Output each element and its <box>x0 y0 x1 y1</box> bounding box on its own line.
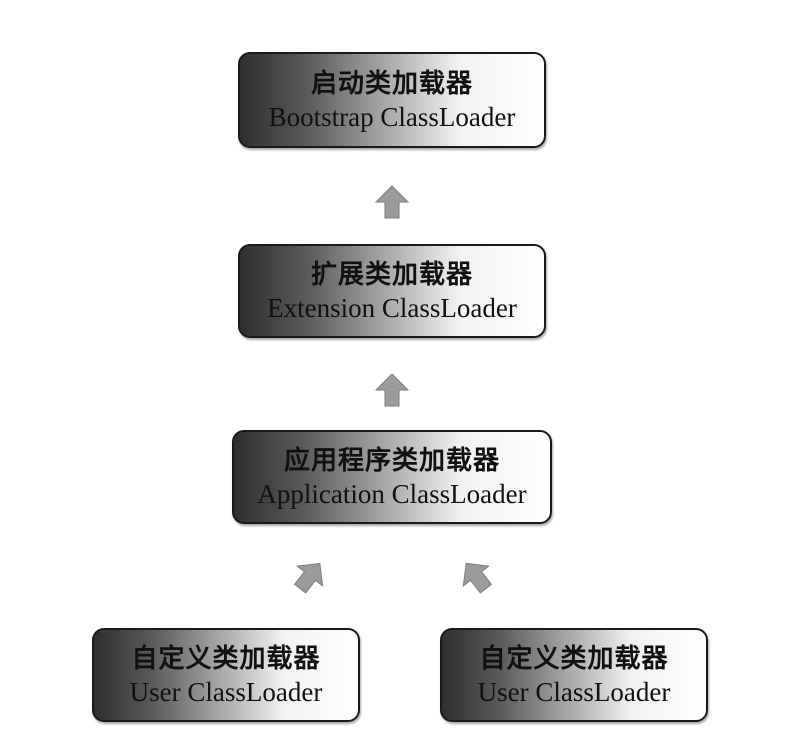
node-label-zh: 自定义类加载器 <box>479 644 669 674</box>
application-classloader-node: 应用程序类加载器 Application ClassLoader <box>232 430 552 524</box>
extension-classloader-node: 扩展类加载器 Extension ClassLoader <box>238 244 546 338</box>
node-label-en: User ClassLoader <box>477 677 671 707</box>
bootstrap-classloader-node: 启动类加载器 Bootstrap ClassLoader <box>238 52 546 148</box>
user-classloader-node-right: 自定义类加载器 User ClassLoader <box>440 628 708 722</box>
diagonal-arrow-icon <box>462 562 493 594</box>
node-label-en: User ClassLoader <box>129 677 323 707</box>
node-label-en: Extension ClassLoader <box>267 293 517 323</box>
node-label-zh: 自定义类加载器 <box>131 644 321 674</box>
up-arrow-icon <box>374 373 410 407</box>
node-label-zh: 扩展类加载器 <box>310 260 473 290</box>
diagonal-arrow-icon <box>293 562 324 594</box>
up-arrow-icon <box>374 185 410 219</box>
node-label-en: Application ClassLoader <box>257 479 527 509</box>
node-label-zh: 应用程序类加载器 <box>283 446 500 476</box>
node-label-en: Bootstrap ClassLoader <box>268 102 516 132</box>
node-label-zh: 启动类加载器 <box>310 69 473 99</box>
user-classloader-node-left: 自定义类加载器 User ClassLoader <box>92 628 360 722</box>
